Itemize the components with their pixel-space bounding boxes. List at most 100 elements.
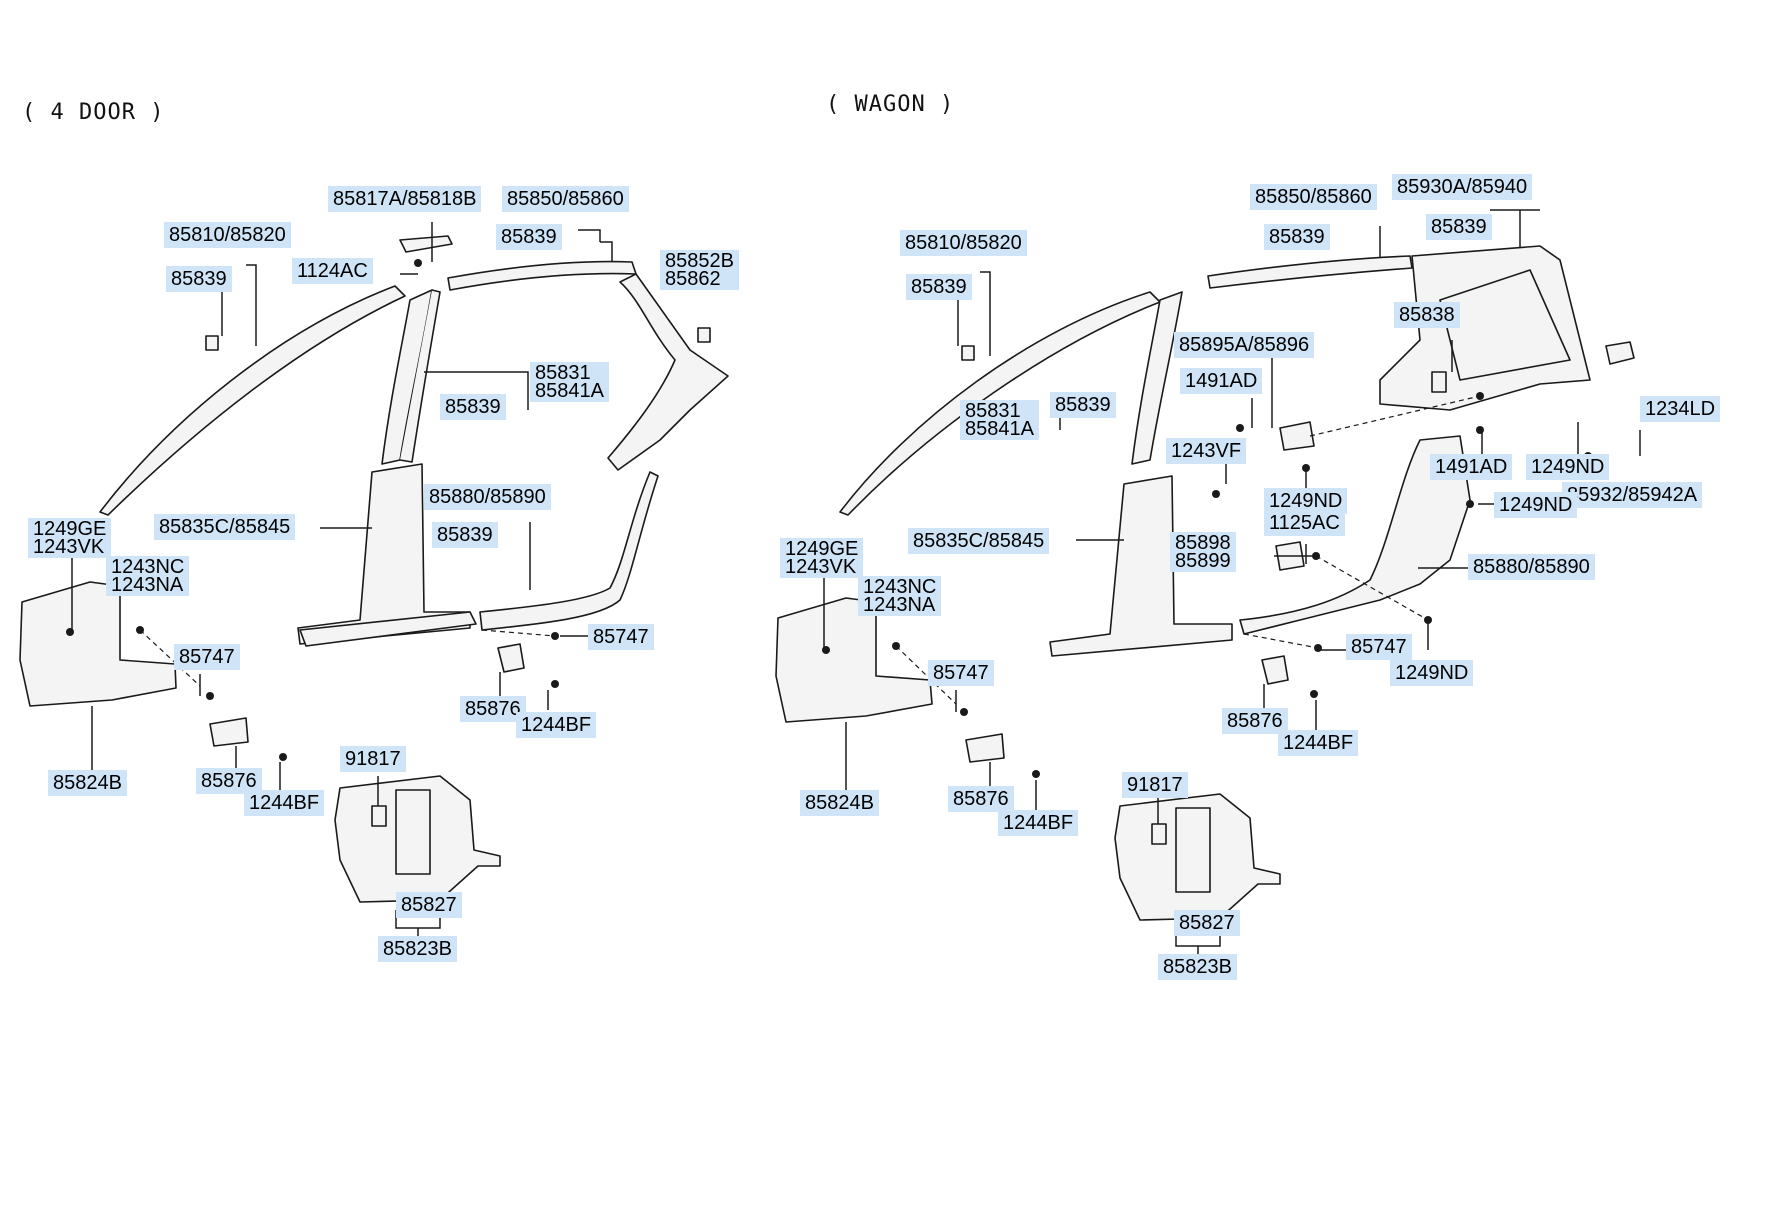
clip-85838	[1431, 371, 1447, 393]
clip-91817-wagon	[1151, 823, 1167, 845]
part-label-85810[interactable]: 85810/85820	[164, 222, 291, 248]
scuff-rear-4door	[479, 471, 659, 631]
part-label-w-85823b[interactable]: 85823B	[1158, 954, 1237, 980]
part-label-w-85898-line2: 85899	[1175, 550, 1231, 572]
part-label-1249ge-line1: 1249GE	[33, 518, 107, 540]
part-label-w-1243nc[interactable]: 1243NC 1243NA	[858, 576, 942, 616]
part-label-85831-line2: 85841A	[535, 380, 604, 402]
part-label-w-85930a[interactable]: 85930A/85940	[1392, 174, 1533, 200]
part-label-w-85839-t2[interactable]: 85839	[1426, 214, 1492, 240]
part-label-w-1243vf[interactable]: 1243VF	[1166, 438, 1247, 464]
part-label-1244bf-a[interactable]: 1244BF	[516, 712, 597, 738]
part-label-85823b[interactable]: 85823B	[378, 936, 457, 962]
bracket-85817a	[399, 235, 453, 253]
part-label-w-1249ge-line1: 1249GE	[785, 538, 859, 560]
part-label-w-85838[interactable]: 85838	[1394, 302, 1460, 328]
part-label-85817a[interactable]: 85817A/85818B	[328, 186, 482, 212]
part-label-85852b-line1: 85852B	[665, 250, 734, 272]
part-label-w-85895a[interactable]: 85895A/85896	[1174, 332, 1315, 358]
bracket-85895a	[1279, 421, 1315, 451]
clip-85876-wagon-a	[1261, 655, 1289, 685]
part-label-w-1491ad-a[interactable]: 1491AD	[1180, 368, 1263, 394]
clip-85876-4door-b	[209, 717, 249, 747]
part-label-w-1491ad-b[interactable]: 1491AD	[1430, 454, 1513, 480]
part-label-85827[interactable]: 85827	[396, 892, 462, 918]
b-pillar-lower-4door	[297, 463, 471, 645]
part-label-w-1244bf-b[interactable]: 1244BF	[998, 810, 1079, 836]
part-label-w-85839-t1[interactable]: 85839	[1264, 224, 1330, 250]
part-label-85852b[interactable]: 85852B 85862	[660, 250, 739, 290]
part-label-85839-c[interactable]: 85839	[432, 522, 498, 548]
clip-85876-wagon-b	[965, 733, 1005, 763]
part-label-85835c[interactable]: 85835C/85845	[154, 514, 296, 540]
part-label-w-85827[interactable]: 85827	[1174, 910, 1240, 936]
part-label-w-85831[interactable]: 85831 85841A	[960, 400, 1039, 440]
part-label-85852b-line2: 85862	[665, 268, 721, 290]
part-label-w-1243nc-line2: 1243NA	[863, 594, 936, 616]
vent-85932	[1605, 341, 1635, 365]
part-label-w-1249ge-line2: 1243VK	[785, 556, 857, 578]
wagon-parts	[775, 209, 1678, 962]
part-label-w-91817[interactable]: 91817	[1122, 772, 1188, 798]
part-label-w-1249ge[interactable]: 1249GE 1243VK	[780, 538, 864, 578]
part-label-w-85898[interactable]: 85898 85899	[1170, 532, 1236, 572]
part-label-w-1249nd-d[interactable]: 1249ND	[1390, 660, 1474, 686]
part-label-w-85839-a[interactable]: 85839	[906, 274, 972, 300]
clip-85839-wagon	[961, 345, 975, 361]
part-label-1244bf-b[interactable]: 1244BF	[244, 790, 325, 816]
part-label-85880[interactable]: 85880/85890	[424, 484, 551, 510]
a-pillar-trim-4door	[99, 285, 406, 516]
part-label-85876-a[interactable]: 85876	[460, 696, 526, 722]
part-label-w-85831-line2: 85841A	[965, 418, 1034, 440]
part-label-w-85824b[interactable]: 85824B	[800, 790, 879, 816]
part-label-85747-b[interactable]: 85747	[588, 624, 654, 650]
part-label-w-85747-b[interactable]: 85747	[928, 660, 994, 686]
part-label-w-85835c[interactable]: 85835C/85845	[908, 528, 1050, 554]
part-label-1124ac[interactable]: 1124AC	[292, 258, 373, 284]
part-label-w-1234ld[interactable]: 1234LD	[1640, 396, 1721, 422]
quarter-trim-lower-wagon	[1239, 435, 1471, 635]
part-label-85839-a[interactable]: 85839	[166, 266, 232, 292]
part-label-w-85876-b[interactable]: 85876	[948, 786, 1014, 812]
part-label-85747-a[interactable]: 85747	[174, 644, 240, 670]
part-label-w-1125ac[interactable]: 1125AC	[1264, 510, 1345, 536]
part-label-85839-b[interactable]: 85839	[440, 394, 506, 420]
part-label-85839-top[interactable]: 85839	[496, 224, 562, 250]
part-label-85824b[interactable]: 85824B	[48, 770, 127, 796]
part-label-w-1249nd-b[interactable]: 1249ND	[1264, 488, 1348, 514]
part-label-w-1249nd-c[interactable]: 1249ND	[1494, 492, 1578, 518]
part-label-w-85839-b[interactable]: 85839	[1050, 392, 1116, 418]
kick-panel-wagon	[775, 597, 933, 723]
part-label-91817[interactable]: 91817	[340, 746, 406, 772]
quarter-trim-upper-wagon	[1379, 245, 1591, 411]
clip-85876-4door-a	[497, 643, 525, 673]
part-label-w-1243nc-line1: 1243NC	[863, 576, 937, 598]
roof-rail-trim-4door	[447, 260, 637, 291]
part-label-w-85810[interactable]: 85810/85820	[900, 230, 1027, 256]
part-label-w-85747-a[interactable]: 85747	[1346, 634, 1412, 660]
part-label-85831[interactable]: 85831 85841A	[530, 362, 609, 402]
part-label-w-1244bf-a[interactable]: 1244BF	[1278, 730, 1359, 756]
part-label-w-85876-a[interactable]: 85876	[1222, 708, 1288, 734]
part-label-w-1249nd-a[interactable]: 1249ND	[1526, 454, 1610, 480]
part-label-1243nc-line1: 1243NC	[111, 556, 185, 578]
panel-85827-4door	[395, 789, 431, 875]
part-label-85850[interactable]: 85850/85860	[502, 186, 629, 212]
panel-85827-wagon	[1175, 807, 1211, 893]
part-label-w-85932[interactable]: 85932/85942A	[1562, 482, 1703, 508]
clip-91817-4door	[371, 805, 387, 827]
part-label-1249ge[interactable]: 1249GE 1243VK	[28, 518, 112, 558]
part-label-85876-b[interactable]: 85876	[196, 768, 262, 794]
part-label-w-85898-line1: 85898	[1175, 532, 1231, 554]
part-label-w-85850[interactable]: 85850/85860	[1250, 184, 1377, 210]
heading-wagon: ( WAGON )	[826, 92, 955, 117]
part-label-1243nc[interactable]: 1243NC 1243NA	[106, 556, 190, 596]
roof-rail-trim-wagon	[1207, 255, 1413, 289]
clip-85852b	[697, 327, 711, 343]
part-label-1249ge-line2: 1243VK	[33, 536, 105, 558]
part-label-w-85880[interactable]: 85880/85890	[1468, 554, 1595, 580]
c-pillar-trim-4door	[607, 273, 729, 471]
sill-4door	[299, 611, 477, 647]
